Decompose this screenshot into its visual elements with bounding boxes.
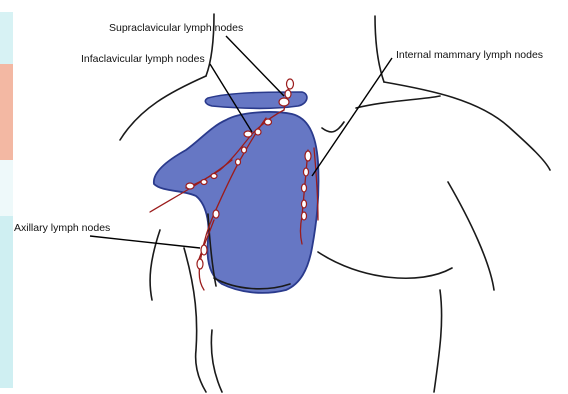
node-axillary-1 xyxy=(213,210,219,218)
left-shoulder-line xyxy=(120,76,206,140)
node-internal-mammary-4 xyxy=(302,200,307,208)
node-supraclavicular-2 xyxy=(285,90,291,98)
right-torso-line xyxy=(448,182,494,290)
node-internal-mammary-1 xyxy=(305,151,311,161)
node-chain-1 xyxy=(242,147,247,153)
node-infraclavicular-1 xyxy=(265,119,272,125)
left-arm-line xyxy=(150,230,160,300)
right-lower-torso-line xyxy=(434,290,442,392)
left-torso-line xyxy=(184,248,206,392)
edge-strip-mid xyxy=(0,64,13,160)
node-axillary-3 xyxy=(197,259,203,269)
clavicle-band xyxy=(205,92,307,108)
label-supraclavicular: Supraclavicular lymph nodes xyxy=(109,22,243,34)
node-chain-2 xyxy=(236,159,241,165)
label-internal-mammary: Internal mammary lymph nodes xyxy=(396,49,543,61)
left-lower-torso-line xyxy=(211,330,222,392)
edge-strip-bottom xyxy=(0,216,13,388)
torso-outline xyxy=(120,14,550,392)
label-axillary: Axillary lymph nodes xyxy=(14,222,110,234)
node-infraclavicular-2 xyxy=(255,129,261,135)
node-supraclavicular-3 xyxy=(279,98,289,106)
left-edge-strip xyxy=(0,0,14,394)
right-shoulder-line xyxy=(384,82,550,170)
node-lateral-1 xyxy=(211,174,217,179)
right-chest-line xyxy=(318,252,452,278)
sternal-notch xyxy=(322,122,344,132)
node-internal-mammary-3 xyxy=(302,184,307,192)
node-lateral-2 xyxy=(201,180,207,185)
right-clavicle-line xyxy=(356,96,440,108)
node-axillary-2 xyxy=(201,245,207,255)
edge-strip-top xyxy=(0,12,13,64)
node-supraclavicular-1 xyxy=(287,79,294,89)
breast-region xyxy=(154,92,319,293)
node-lateral-3 xyxy=(186,183,194,189)
node-internal-mammary-5 xyxy=(302,212,307,220)
edge-strip-lower xyxy=(0,160,13,216)
label-infraclavicular: Infaclavicular lymph nodes xyxy=(81,53,205,65)
node-internal-mammary-2 xyxy=(304,168,309,176)
breast-shape xyxy=(154,112,319,293)
leader-axillary xyxy=(90,236,200,248)
node-infraclavicular-3 xyxy=(244,131,252,137)
leader-internal-mammary xyxy=(312,58,392,176)
leader-supraclavicular xyxy=(226,36,284,96)
